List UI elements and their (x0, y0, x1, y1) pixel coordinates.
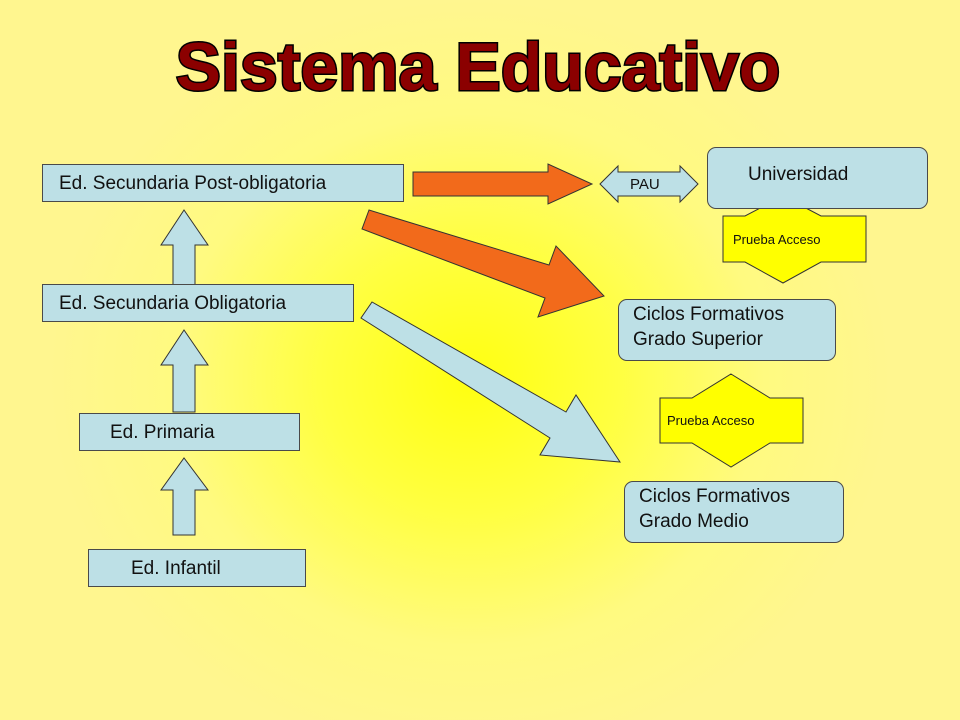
page-title: Sistema Educativo (176, 29, 781, 105)
arrow-to-grado-medio (360, 301, 621, 463)
arrow-up-primaria-obligatoria (160, 329, 209, 413)
prueba-acceso-medio-arrow (659, 373, 804, 468)
grado-medio-line1: Ciclos Formativos (639, 486, 790, 507)
prueba-acceso-superior-label: Prueba Acceso (733, 232, 821, 247)
pau-label: PAU (630, 176, 660, 193)
stage-post-obligatoria-label: Ed. Secundaria Post-obligatoria (59, 172, 327, 194)
grado-superior-line1: Ciclos Formativos (633, 304, 784, 325)
stage-primaria-label: Ed. Primaria (110, 421, 215, 443)
stage-infantil-label: Ed. Infantil (131, 557, 221, 579)
grado-superior-line2: Grado Superior (633, 329, 763, 350)
stage-infantil: Ed. Infantil (88, 549, 306, 587)
arrow-to-pau (412, 163, 594, 205)
pau-double-arrow (599, 164, 699, 204)
prueba-acceso-superior-arrow (722, 195, 867, 284)
stage-obligatoria: Ed. Secundaria Obligatoria (42, 284, 354, 322)
dest-universidad: Universidad (707, 147, 928, 209)
dest-grado-superior: Ciclos Formativos Grado Superior (618, 299, 836, 361)
arrow-to-grado-superior (361, 209, 605, 318)
stage-obligatoria-label: Ed. Secundaria Obligatoria (59, 292, 287, 314)
dest-universidad-label: Universidad (748, 164, 849, 185)
arrow-up-infantil-primaria (160, 457, 209, 536)
prueba-acceso-medio-label: Prueba Acceso (667, 413, 755, 428)
stage-post-obligatoria: Ed. Secundaria Post-obligatoria (42, 164, 404, 202)
arrow-up-obligatoria-postobligatoria (160, 209, 209, 286)
grado-medio-line2: Grado Medio (639, 511, 749, 532)
dest-grado-medio: Ciclos Formativos Grado Medio (624, 481, 844, 543)
stage-primaria: Ed. Primaria (79, 413, 300, 451)
